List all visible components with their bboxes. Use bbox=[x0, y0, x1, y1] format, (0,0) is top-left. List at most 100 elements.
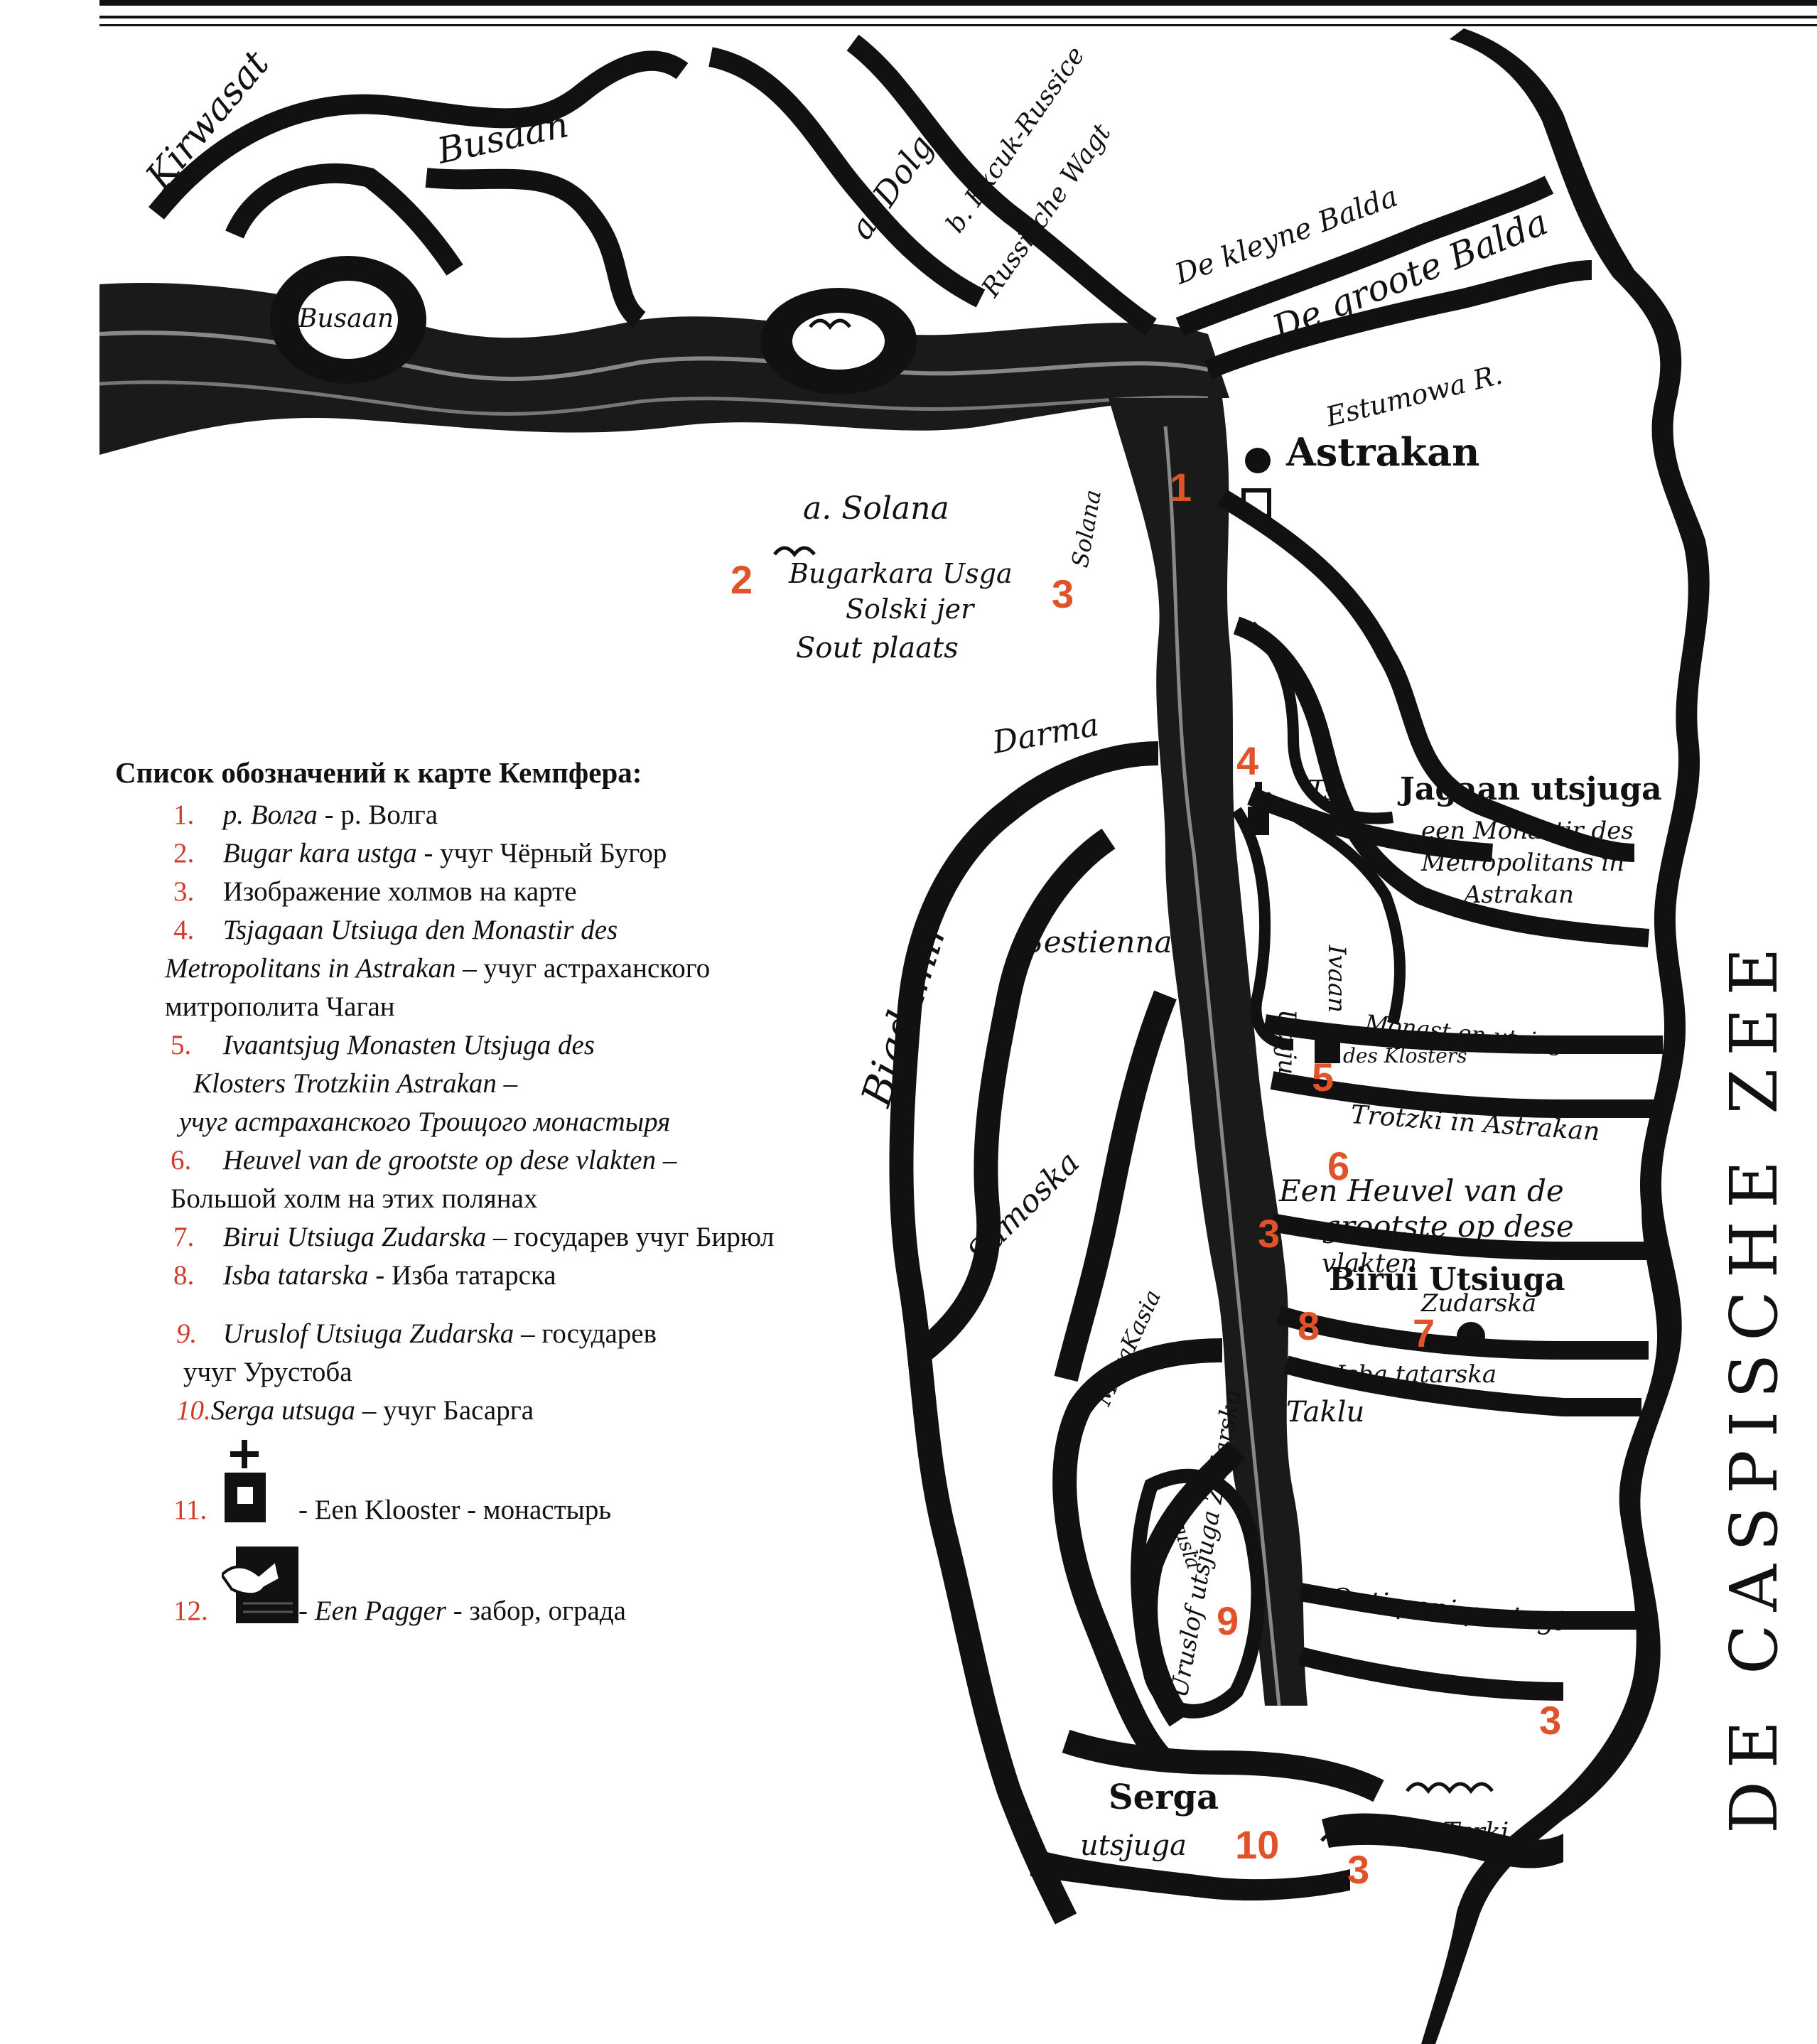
legend-item-4-cont2: митрополита Чаган bbox=[115, 988, 897, 1026]
label-solana-a: a. Solana bbox=[803, 490, 949, 527]
label-ontiponi: Onti poni protogi bbox=[1328, 1581, 1565, 1637]
label-serga-1: Serga bbox=[1109, 1777, 1219, 1817]
label-sestienna: Sestienna bbox=[1023, 925, 1172, 959]
legend-item-11: 11. - Een Klooster - монастырь bbox=[115, 1440, 897, 1532]
legend-text: – государев bbox=[514, 1318, 657, 1349]
legend-italic: Bugar kara ustga bbox=[222, 838, 417, 868]
legend-text: – государев учуг Бирюл bbox=[486, 1222, 775, 1252]
legend-italic: Serga utsuga bbox=[210, 1395, 356, 1426]
legend-item-2: 2. Bugar kara ustga - учуг Чёрный Бугор bbox=[115, 834, 897, 873]
label-taklu: Taklu bbox=[1286, 1396, 1364, 1429]
legend-italic: Klosters Trotzkiin Astrakan bbox=[193, 1068, 497, 1099]
legend-title: Список обозначений к карте Кемпфера: bbox=[115, 756, 642, 789]
legend-text: – учуг астраханского bbox=[455, 953, 711, 984]
astrakan-symbol bbox=[1241, 448, 1271, 518]
legend-text: учуг Урустоба bbox=[183, 1357, 352, 1387]
legend-italic: учуг астраханского Троицого монастыря bbox=[179, 1107, 671, 1137]
legend-number: 3. bbox=[173, 876, 195, 907]
legend-number: 7. bbox=[173, 1222, 195, 1252]
legend-number: 2. bbox=[173, 838, 195, 868]
southern-shore bbox=[1030, 1813, 1563, 1901]
label-bugarkara-2: Solski jer bbox=[846, 593, 976, 625]
legend-text: – учуг Басарга bbox=[355, 1395, 534, 1426]
marker-2: 2 bbox=[730, 557, 753, 602]
label-heuvel-1: Een Heuvel van de bbox=[1278, 1173, 1564, 1208]
label-monast-2: des Klosters bbox=[1343, 1044, 1467, 1067]
legend-italic: р. Волга bbox=[222, 800, 318, 830]
marker-8: 8 bbox=[1298, 1303, 1320, 1348]
legend-item-5: 5. Ivaantsjug Monasten Utsjuga des bbox=[115, 1026, 897, 1065]
label-isba: Isba tatarska bbox=[1335, 1360, 1497, 1389]
label-astrakan: Astrakan bbox=[1285, 429, 1479, 475]
legend-text: - Изба татарска bbox=[368, 1260, 556, 1291]
legend-number: 9. bbox=[176, 1318, 198, 1349]
legend-italic: Metropolitans in Astrakan bbox=[165, 953, 456, 984]
busaan-island bbox=[270, 256, 426, 384]
legend-number: 5. bbox=[171, 1030, 192, 1060]
legend-number: 10. bbox=[176, 1395, 211, 1426]
eastern-distributaries bbox=[1217, 489, 1663, 1701]
legend-text: – bbox=[656, 1145, 677, 1176]
legend-text: - учуг Чёрный Бугор bbox=[416, 838, 667, 868]
legend-text: - Een Klooster - монастырь bbox=[298, 1495, 612, 1525]
monastery-symbol-4 bbox=[1248, 782, 1269, 835]
marker-5: 5 bbox=[1312, 1055, 1334, 1099]
legend-text: - bbox=[298, 1596, 315, 1626]
label-caspian-sea: DE CASPISCHE ZEE bbox=[1716, 935, 1792, 1834]
legend-item-10: 10.Serga utsuga – учуг Басарга bbox=[115, 1392, 897, 1430]
numbered-markers: 1 2 3 4 5 6 3 8 7 9 3 10 3 bbox=[730, 465, 1561, 1892]
label-utsjug: Utsjug bbox=[1273, 1009, 1301, 1090]
caspian-coastline bbox=[1421, 28, 1710, 2044]
legend-number: 1. bbox=[173, 800, 195, 830]
legend-item-8: 8. Isba tatarska - Изба татарска bbox=[115, 1257, 897, 1295]
label-heuvel-3: vlakten bbox=[1322, 1249, 1417, 1279]
label-bugarkara-1: Bugarkara Usga bbox=[788, 558, 1013, 589]
legend-item-6: 6. Heuvel van de grootste op dese vlakte… bbox=[115, 1141, 897, 1180]
marker-10: 10 bbox=[1235, 1822, 1279, 1867]
marker-7: 7 bbox=[1413, 1311, 1435, 1355]
marker-3b: 3 bbox=[1258, 1211, 1280, 1256]
legend-italic: Ivaantsjug Monasten Utsjuga des bbox=[222, 1030, 595, 1060]
legend-number: 8. bbox=[173, 1260, 195, 1291]
legend-item-6-cont: Большой холм на этих полянах bbox=[115, 1180, 897, 1218]
label-jagaan-3: Metropolitans in bbox=[1420, 849, 1624, 877]
legend-number: 12. bbox=[173, 1596, 208, 1626]
legend-item-4-cont: Metropolitans in Astrakan – учуг астраха… bbox=[115, 950, 897, 988]
label-heuvel-2: grootste op dese bbox=[1322, 1209, 1574, 1244]
label-busaan-island: Busaan bbox=[298, 304, 394, 333]
legend-item-12-text: - Een Pagger - забор, ограда bbox=[298, 1592, 626, 1630]
legend-item-12: 12. - Een Pagger - забор, ограда bbox=[115, 1547, 897, 1632]
legend-text: Большой холм на этих полянах bbox=[171, 1183, 538, 1214]
upper-channels bbox=[149, 34, 1592, 379]
legend-number: 6. bbox=[171, 1145, 192, 1176]
legend-italic: Uruslof Utsiuga Zudarska bbox=[222, 1318, 514, 1349]
dolgo-island bbox=[760, 288, 917, 394]
uruslof-island bbox=[1131, 1468, 1266, 1718]
legend-item-7: 7. Birui Utsiuga Zudarska – государев уч… bbox=[115, 1218, 897, 1257]
label-birui-1: Birui Utsiuga bbox=[1329, 1262, 1565, 1298]
label-birui-2: Zudarska bbox=[1420, 1289, 1536, 1318]
monastery-symbol-5 bbox=[1315, 1038, 1340, 1063]
label-tarki: Tarki bbox=[1443, 1818, 1509, 1847]
label-estumowa: Estumowa R. bbox=[1322, 359, 1506, 433]
label-darma: Darma bbox=[989, 706, 1101, 761]
map-top-border bbox=[99, 0, 1817, 26]
monastery-icon bbox=[220, 1440, 270, 1536]
legend-text: - р. Волга bbox=[317, 800, 438, 830]
legend-text: - забор, ограда bbox=[446, 1596, 626, 1626]
pagger-fence-icon bbox=[220, 1547, 300, 1635]
map-legend: Список обозначений к карте Кемпфера: 1. … bbox=[115, 753, 897, 1632]
legend-italic: Isba tatarska bbox=[222, 1260, 369, 1291]
marker-3a: 3 bbox=[1052, 571, 1074, 616]
legend-italic: Tsjagaan Utsiuga den Monastir des bbox=[222, 915, 618, 945]
legend-number: 11. bbox=[173, 1495, 207, 1525]
legend-item-5-cont: Klosters Trotzkiin Astrakan – bbox=[115, 1065, 897, 1103]
label-jagaan-4: Astrakan bbox=[1462, 881, 1574, 909]
inner-channels bbox=[1231, 621, 1406, 1050]
legend-item-9: 9. Uruslof Utsiuga Zudarska – государев bbox=[115, 1315, 897, 1353]
legend-item-4: 4. Tsjagaan Utsiuga den Monastir des bbox=[115, 911, 897, 950]
legend-italic: Birui Utsiuga Zudarska bbox=[222, 1222, 487, 1252]
legend-text: Изображение холмов на карте bbox=[222, 876, 577, 907]
legend-text: митрополита Чаган bbox=[165, 991, 395, 1022]
